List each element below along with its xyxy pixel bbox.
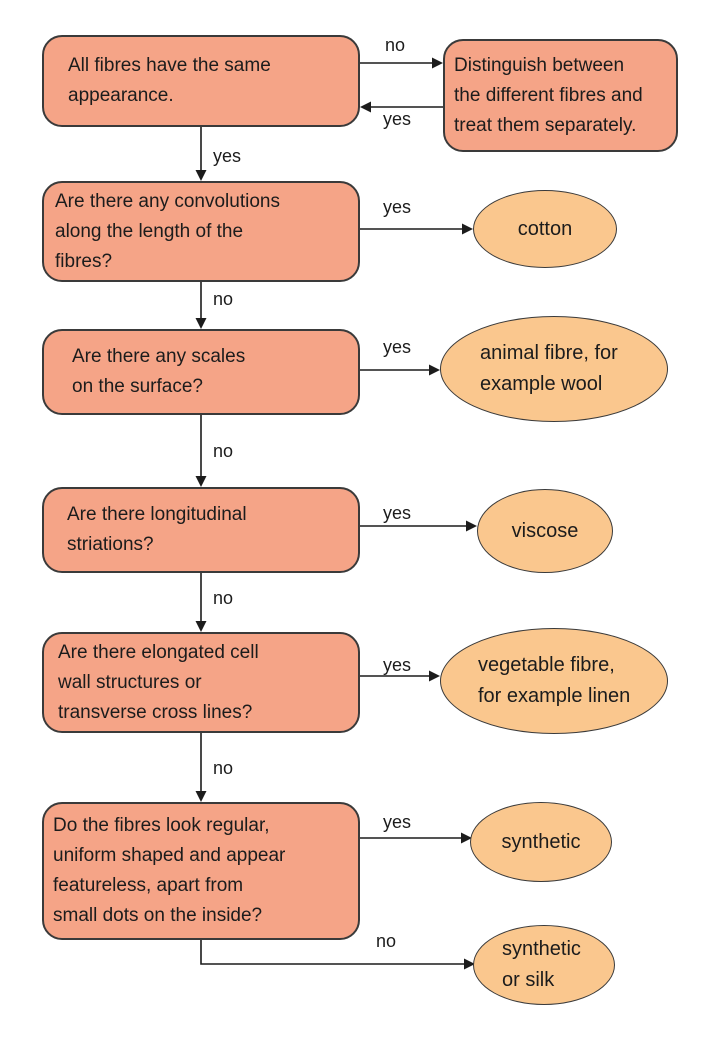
decision-box-cell-walls: Are there elongated cell wall structures…: [42, 632, 360, 733]
decision-box-convolutions: Are there any convolutions along the len…: [42, 181, 360, 282]
arrowhead-q1-to-distinguish: [432, 57, 443, 69]
arrowhead-q6-to-silk: [464, 958, 475, 970]
decision-box-same-appearance: All fibres have the same appearance.: [42, 35, 360, 127]
decision-box-scales: Are there any scales on the surface?: [42, 329, 360, 415]
arrowhead-distinguish-to-q1: [360, 101, 371, 113]
arrowhead-q4-to-viscose: [466, 520, 477, 532]
edge-label-q3-no: no: [213, 441, 234, 461]
arrowhead-q5-to-vegetable: [429, 670, 440, 682]
edge-label-q2-yes: yes: [383, 197, 412, 217]
edge-label-q5-yes: yes: [383, 655, 412, 675]
outcome-ellipse-animal-fibre: animal fibre, for example wool: [440, 316, 668, 422]
outcome-ellipse-viscose: viscose: [477, 489, 613, 573]
arrowhead-q3-to-animal: [429, 364, 440, 376]
action-box-distinguish-fibres: Distinguish between the different fibres…: [443, 39, 678, 152]
outcome-ellipse-synthetic-or-silk: synthetic or silk: [473, 925, 615, 1005]
edge-label-distinguish-yes: yes: [383, 109, 412, 129]
decision-box-striations: Are there longitudinal striations?: [42, 487, 360, 573]
arrowhead-q2-to-q3: [195, 318, 207, 329]
outcome-ellipse-synthetic: synthetic: [470, 802, 612, 882]
decision-box-regular-uniform: Do the fibres look regular, uniform shap…: [42, 802, 360, 940]
edge-label-q6-no: no: [376, 931, 397, 951]
edge-label-q2-no: no: [213, 289, 234, 309]
edge-label-q5-no: no: [213, 758, 234, 778]
edge-label-q6-yes: yes: [383, 812, 412, 832]
edge-label-q1-no: no: [385, 35, 406, 55]
arrowhead-q1-to-q2: [195, 170, 207, 181]
arrow-q6-to-silk-line: [200, 940, 466, 965]
edge-label-q3-yes: yes: [383, 337, 412, 357]
arrowhead-q5-to-q6: [195, 791, 207, 802]
arrowhead-q4-to-q5: [195, 621, 207, 632]
edge-label-q4-yes: yes: [383, 503, 412, 523]
arrowhead-q3-to-q4: [195, 476, 207, 487]
arrowhead-q2-to-cotton: [462, 223, 473, 235]
arrowhead-q6-to-synthetic: [461, 832, 472, 844]
outcome-ellipse-cotton: cotton: [473, 190, 617, 268]
outcome-ellipse-vegetable-fibre: vegetable fibre, for example linen: [440, 628, 668, 734]
edge-label-q4-no: no: [213, 588, 234, 608]
edge-label-q1-yes: yes: [213, 146, 242, 166]
